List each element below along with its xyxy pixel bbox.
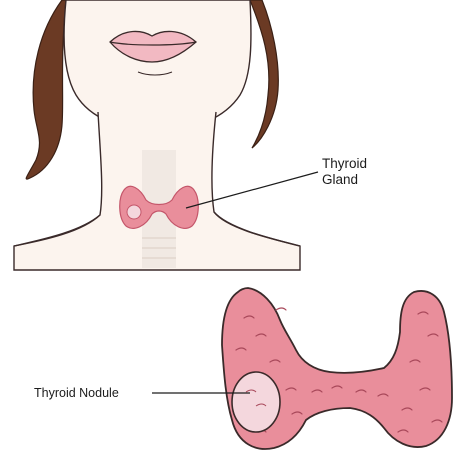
woman-neck-illustration (14, 0, 318, 270)
thyroid-gland-label-line2: Gland (322, 172, 367, 188)
thyroid-nodule-icon (152, 288, 452, 449)
nodule-circle (232, 372, 280, 432)
thyroid-gland-label: Thyroid Gland (322, 156, 367, 188)
hair-right (250, 0, 278, 148)
small-nodule (127, 205, 141, 219)
hair-left (26, 0, 66, 179)
thyroid-nodule-label: Thyroid Nodule (34, 385, 119, 401)
thyroid-gland-label-line1: Thyroid (322, 156, 367, 172)
